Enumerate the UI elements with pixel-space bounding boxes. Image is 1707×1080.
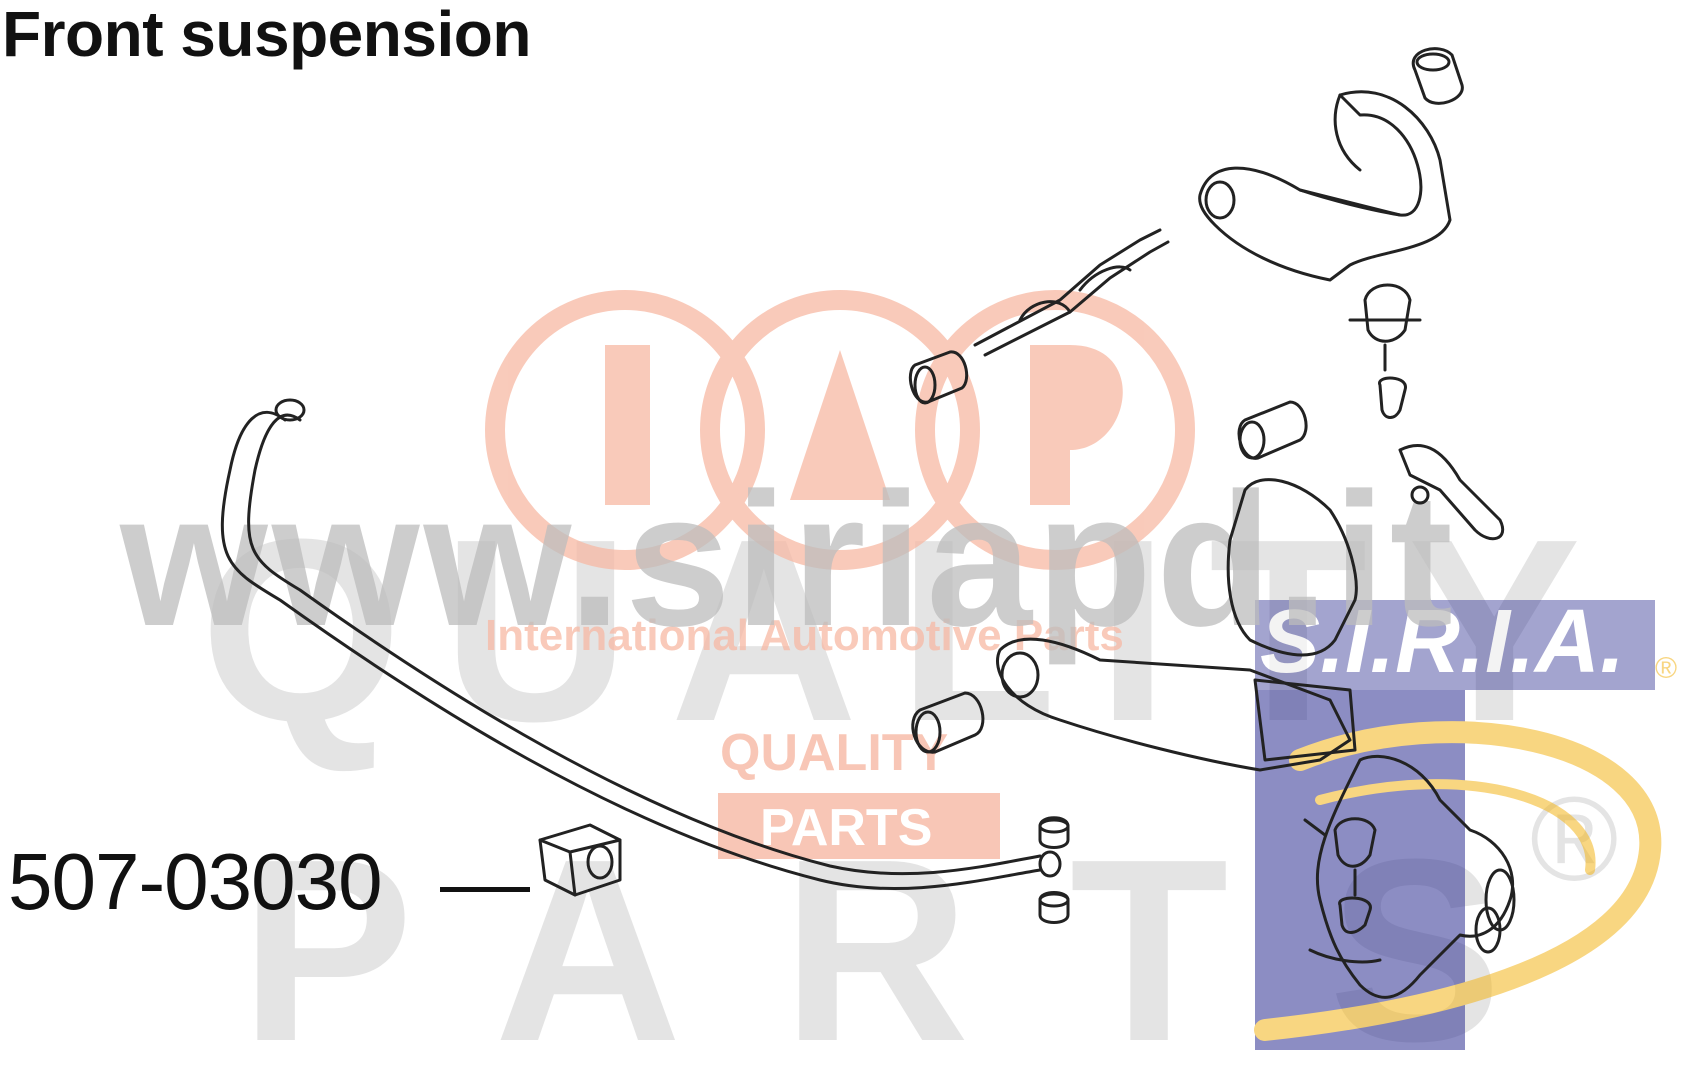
siria-registered-mark: ® (1655, 652, 1677, 685)
parts-stamp-word: PARTS (760, 799, 932, 857)
tie-rod (973, 228, 1170, 357)
iap-logo-circle-1 (485, 290, 765, 570)
siria-blue-band (1255, 600, 1655, 690)
iap-letter-i-shape (605, 345, 650, 505)
siria-gold-swoosh (1254, 721, 1662, 1041)
stabilizer-bushing (538, 823, 622, 897)
url-watermark: www.siriapd.it (119, 454, 1457, 666)
page-title: Front suspension (2, 0, 531, 70)
callout-leader-line (440, 887, 530, 892)
lower-arm-bushing (911, 691, 985, 754)
iap-logo: International Automotive Parts (485, 290, 1195, 660)
siria-gold-swoosh-2 (1315, 779, 1596, 875)
iap-logo-circle-3 (915, 290, 1195, 570)
link-end-bushings (1038, 816, 1070, 924)
iap-letter-p-shape (1030, 345, 1123, 505)
iap-logo-circle-2 (700, 290, 980, 570)
lower-ball-joint (1303, 817, 1377, 934)
lower-control-arm (996, 478, 1358, 772)
lower-link (1398, 443, 1505, 541)
iap-letter-a-shape (790, 350, 890, 500)
background-registered-mark: ® (1530, 772, 1618, 906)
part-number-callout: 507-03030 (8, 837, 383, 926)
stabilizer-bar (220, 398, 1062, 891)
upper-bushings (909, 47, 1464, 460)
steering-knuckle (1308, 754, 1516, 999)
siria-logo-text: S.I.R.I.A. (1260, 592, 1625, 692)
quality-stamp-word: QUALITY (720, 724, 948, 782)
upper-ball-joint (1348, 283, 1422, 419)
upper-control-arm (1198, 90, 1452, 282)
siria-logo: S.I.R.I.A. ® (1254, 592, 1677, 1050)
line-art (220, 47, 1516, 999)
